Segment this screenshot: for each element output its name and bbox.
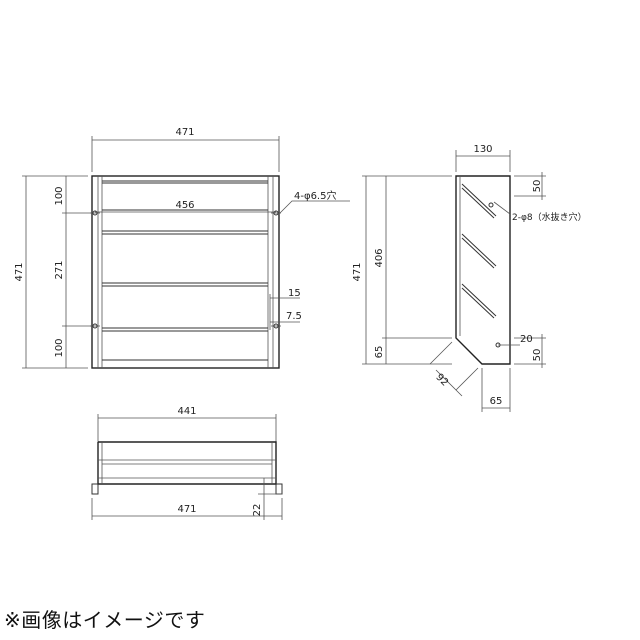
front-hole-note: 4-φ6.5穴 <box>294 189 336 202</box>
front-height-bottom: 100 <box>54 338 65 357</box>
side-height-total: 471 <box>352 262 363 281</box>
side-top-offset: 50 <box>532 180 543 193</box>
bottom-width-total: 471 <box>177 504 196 515</box>
side-drain-note: 2-φ8（水抜き穴） <box>512 211 587 223</box>
front-height-total: 471 <box>14 262 25 281</box>
side-dim-50: 50 <box>532 349 543 362</box>
bottom-view: 441 471 22 <box>91 406 283 520</box>
side-depth-top: 130 <box>473 144 492 155</box>
side-body <box>455 175 511 365</box>
front-width-inner: 456 <box>175 200 194 211</box>
side-height-65: 65 <box>374 346 385 359</box>
louver-slats <box>102 180 268 361</box>
mounting-holes <box>90 210 281 329</box>
front-dim-15: 15 <box>288 288 301 299</box>
side-dim-20: 20 <box>520 334 533 345</box>
side-louvers <box>461 183 497 319</box>
front-height-mid: 271 <box>54 260 65 279</box>
front-width-total: 471 <box>175 127 194 138</box>
side-dim-65: 65 <box>490 396 503 407</box>
front-dim-7-5: 7.5 <box>286 311 302 322</box>
front-frame <box>91 175 280 369</box>
front-height-top: 100 <box>54 186 65 205</box>
side-height-406: 406 <box>374 248 385 267</box>
image-notice-caption: ※画像はイメージです <box>4 608 206 632</box>
bottom-dim-22: 22 <box>252 504 263 517</box>
side-dim-92: 92 <box>433 372 450 389</box>
front-view: 471 456 471 100 271 100 4-φ6.5穴 15 7.5 <box>14 127 350 369</box>
bottom-width-inner: 441 <box>177 406 196 417</box>
side-view: 130 50 2-φ8（水抜き穴） 471 406 65 20 50 92 <box>352 144 587 412</box>
